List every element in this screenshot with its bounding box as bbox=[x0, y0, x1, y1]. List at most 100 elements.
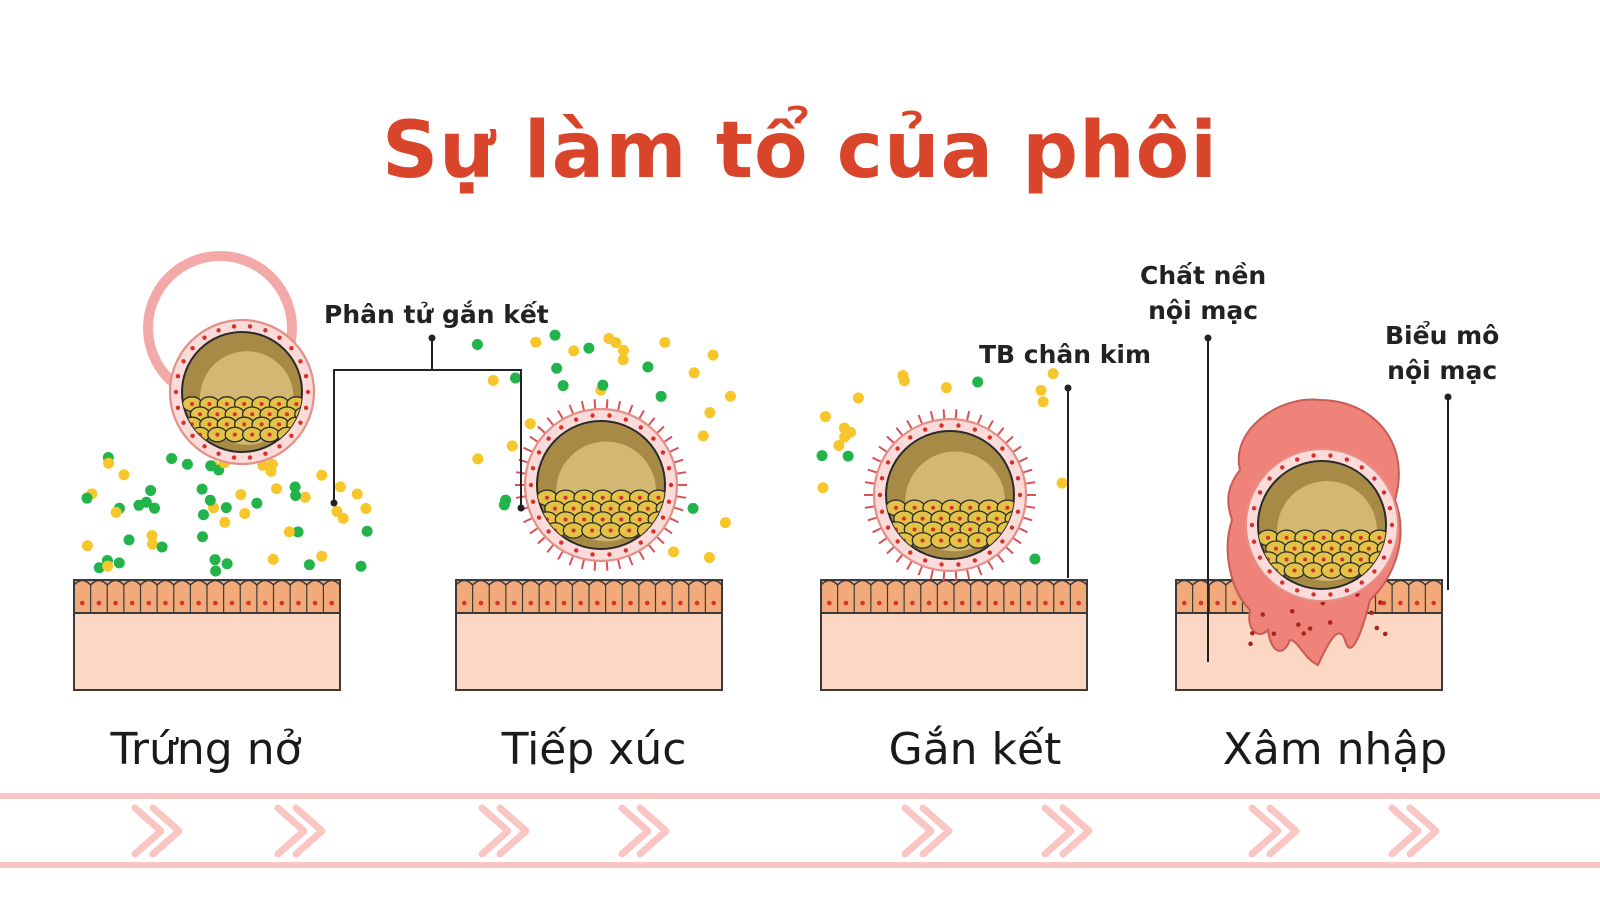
molecule-yellow bbox=[610, 337, 622, 349]
embryo-cell-nucleus bbox=[619, 495, 624, 500]
cell-nucleus bbox=[561, 600, 567, 606]
trophoblast-nucleus bbox=[1359, 465, 1364, 470]
trophoblast-nucleus bbox=[987, 435, 992, 440]
cell-nucleus bbox=[129, 600, 135, 606]
embryo-cell-nucleus bbox=[608, 506, 613, 511]
epithelial-cell-top bbox=[538, 579, 557, 586]
molecule-yellow bbox=[267, 553, 279, 565]
epithelial-cell-top bbox=[123, 579, 142, 586]
embryo-cell-nucleus bbox=[912, 527, 917, 532]
epithelial-cell-top bbox=[1003, 579, 1022, 586]
inner-cell-mass bbox=[1258, 529, 1386, 579]
embryo-cell-nucleus bbox=[267, 432, 272, 437]
embryo-cell-nucleus bbox=[931, 505, 936, 510]
embryo-cell-nucleus bbox=[1348, 568, 1353, 573]
molecule-green bbox=[557, 380, 569, 392]
trophoblast-nucleus bbox=[1372, 569, 1377, 574]
trophoblast-nucleus bbox=[956, 562, 961, 567]
epithelial-cell-top bbox=[156, 579, 175, 586]
embryo-cell-nucleus bbox=[224, 422, 229, 427]
invasion-nucleus bbox=[1327, 620, 1333, 625]
embryo-cell-nucleus bbox=[939, 516, 944, 521]
embryo-cell-nucleus bbox=[215, 432, 220, 437]
embryo-cell-nucleus bbox=[198, 412, 202, 417]
stage-label-invasion: Xâm nhập bbox=[1222, 724, 1448, 775]
trophoblast-nucleus bbox=[173, 389, 179, 395]
trophoblast-nucleus bbox=[216, 451, 221, 456]
embryo-cell-nucleus bbox=[1292, 568, 1297, 573]
trophoblast-nucleus bbox=[1015, 476, 1021, 481]
molecule-yellow bbox=[351, 488, 363, 500]
embryo-cell-nucleus bbox=[571, 528, 576, 533]
molecule-green bbox=[181, 458, 193, 470]
molecule-yellow bbox=[845, 426, 857, 438]
molecule-yellow bbox=[118, 469, 130, 481]
molecule-green bbox=[166, 453, 178, 465]
trophoblast-nucleus bbox=[1000, 539, 1005, 544]
epithelial-cell-top bbox=[256, 579, 275, 586]
molecule-green bbox=[196, 483, 208, 495]
trophoblast-nucleus bbox=[190, 346, 195, 351]
trophoblast-nucleus bbox=[573, 548, 579, 553]
endometrial-stroma bbox=[455, 611, 723, 691]
epithelial-cell-top bbox=[837, 579, 855, 586]
trophoblast-nucleus bbox=[175, 405, 181, 410]
embryo-cell-nucleus bbox=[1377, 535, 1382, 540]
trophoblast-nucleus bbox=[1387, 506, 1393, 511]
callout-epithelium: Biểu mô nội mạc bbox=[1385, 318, 1499, 388]
callout-epithelium-line1: Biểu mô bbox=[1385, 321, 1500, 350]
trophoblast-nucleus bbox=[263, 328, 268, 333]
trophoblast-nucleus bbox=[1251, 539, 1257, 544]
embryo-cell-nucleus bbox=[608, 528, 613, 533]
embryo-cell-nucleus bbox=[224, 402, 229, 406]
molecule-yellow bbox=[81, 540, 93, 552]
epithelial-cell-top bbox=[189, 579, 208, 586]
trophoblast-nucleus bbox=[1257, 555, 1263, 560]
cell-nucleus bbox=[860, 600, 865, 606]
trophoblast-nucleus bbox=[1294, 588, 1300, 593]
leader-line-bracket bbox=[333, 369, 522, 508]
embryo-cell-nucleus bbox=[627, 528, 632, 533]
embryo-cell-nucleus bbox=[190, 402, 194, 406]
cell-nucleus bbox=[1381, 600, 1387, 606]
chevron-arrow-icon bbox=[149, 804, 183, 858]
embryo-cell-nucleus bbox=[600, 517, 605, 522]
epithelial-cell-top bbox=[621, 579, 640, 586]
molecule-yellow bbox=[617, 344, 629, 356]
endometrial-stroma bbox=[73, 611, 341, 691]
molecule-green bbox=[81, 492, 93, 504]
molecule-yellow bbox=[524, 418, 536, 430]
page-title: Sự làm tổ của phôi bbox=[382, 106, 1218, 196]
molecule-green bbox=[471, 339, 483, 351]
molecule-yellow bbox=[316, 550, 328, 562]
chevron-arrow-icon bbox=[1406, 804, 1440, 858]
stage-label-hatching: Trứng nở bbox=[110, 724, 302, 775]
leader-dot bbox=[330, 499, 338, 507]
stage-label-adhesion: Gắn kết bbox=[888, 724, 1062, 775]
trophoblast-nucleus bbox=[536, 515, 542, 520]
trophoblast-nucleus bbox=[1009, 460, 1015, 465]
embryo-cell-nucleus bbox=[1329, 546, 1334, 551]
trophoblast-nucleus bbox=[573, 417, 579, 422]
molecule-green bbox=[551, 362, 563, 374]
embryo-cell-nucleus bbox=[957, 538, 962, 543]
embryo-cell-nucleus bbox=[267, 412, 272, 417]
trophoblast-nucleus bbox=[175, 374, 181, 379]
trophoblast-nucleus bbox=[181, 420, 186, 425]
molecule-green bbox=[303, 559, 315, 571]
trophoblast-nucleus bbox=[247, 324, 253, 329]
leader-dot bbox=[1204, 334, 1212, 342]
molecule-yellow bbox=[239, 507, 251, 519]
leader-dot bbox=[1444, 393, 1452, 401]
epithelial-cell-top bbox=[521, 579, 540, 586]
trophoblast-nucleus bbox=[1280, 580, 1285, 585]
epithelial-cell-top bbox=[455, 579, 474, 586]
cell-nucleus bbox=[80, 600, 85, 606]
trophoblast-nucleus bbox=[623, 417, 629, 422]
trophoblast-nucleus bbox=[879, 509, 885, 514]
invasion-nucleus bbox=[1374, 625, 1380, 631]
molecule-green bbox=[209, 554, 221, 566]
invasion-nucleus bbox=[1248, 641, 1253, 647]
embryo-cell-nucleus bbox=[242, 402, 247, 406]
cell-nucleus bbox=[229, 600, 235, 606]
